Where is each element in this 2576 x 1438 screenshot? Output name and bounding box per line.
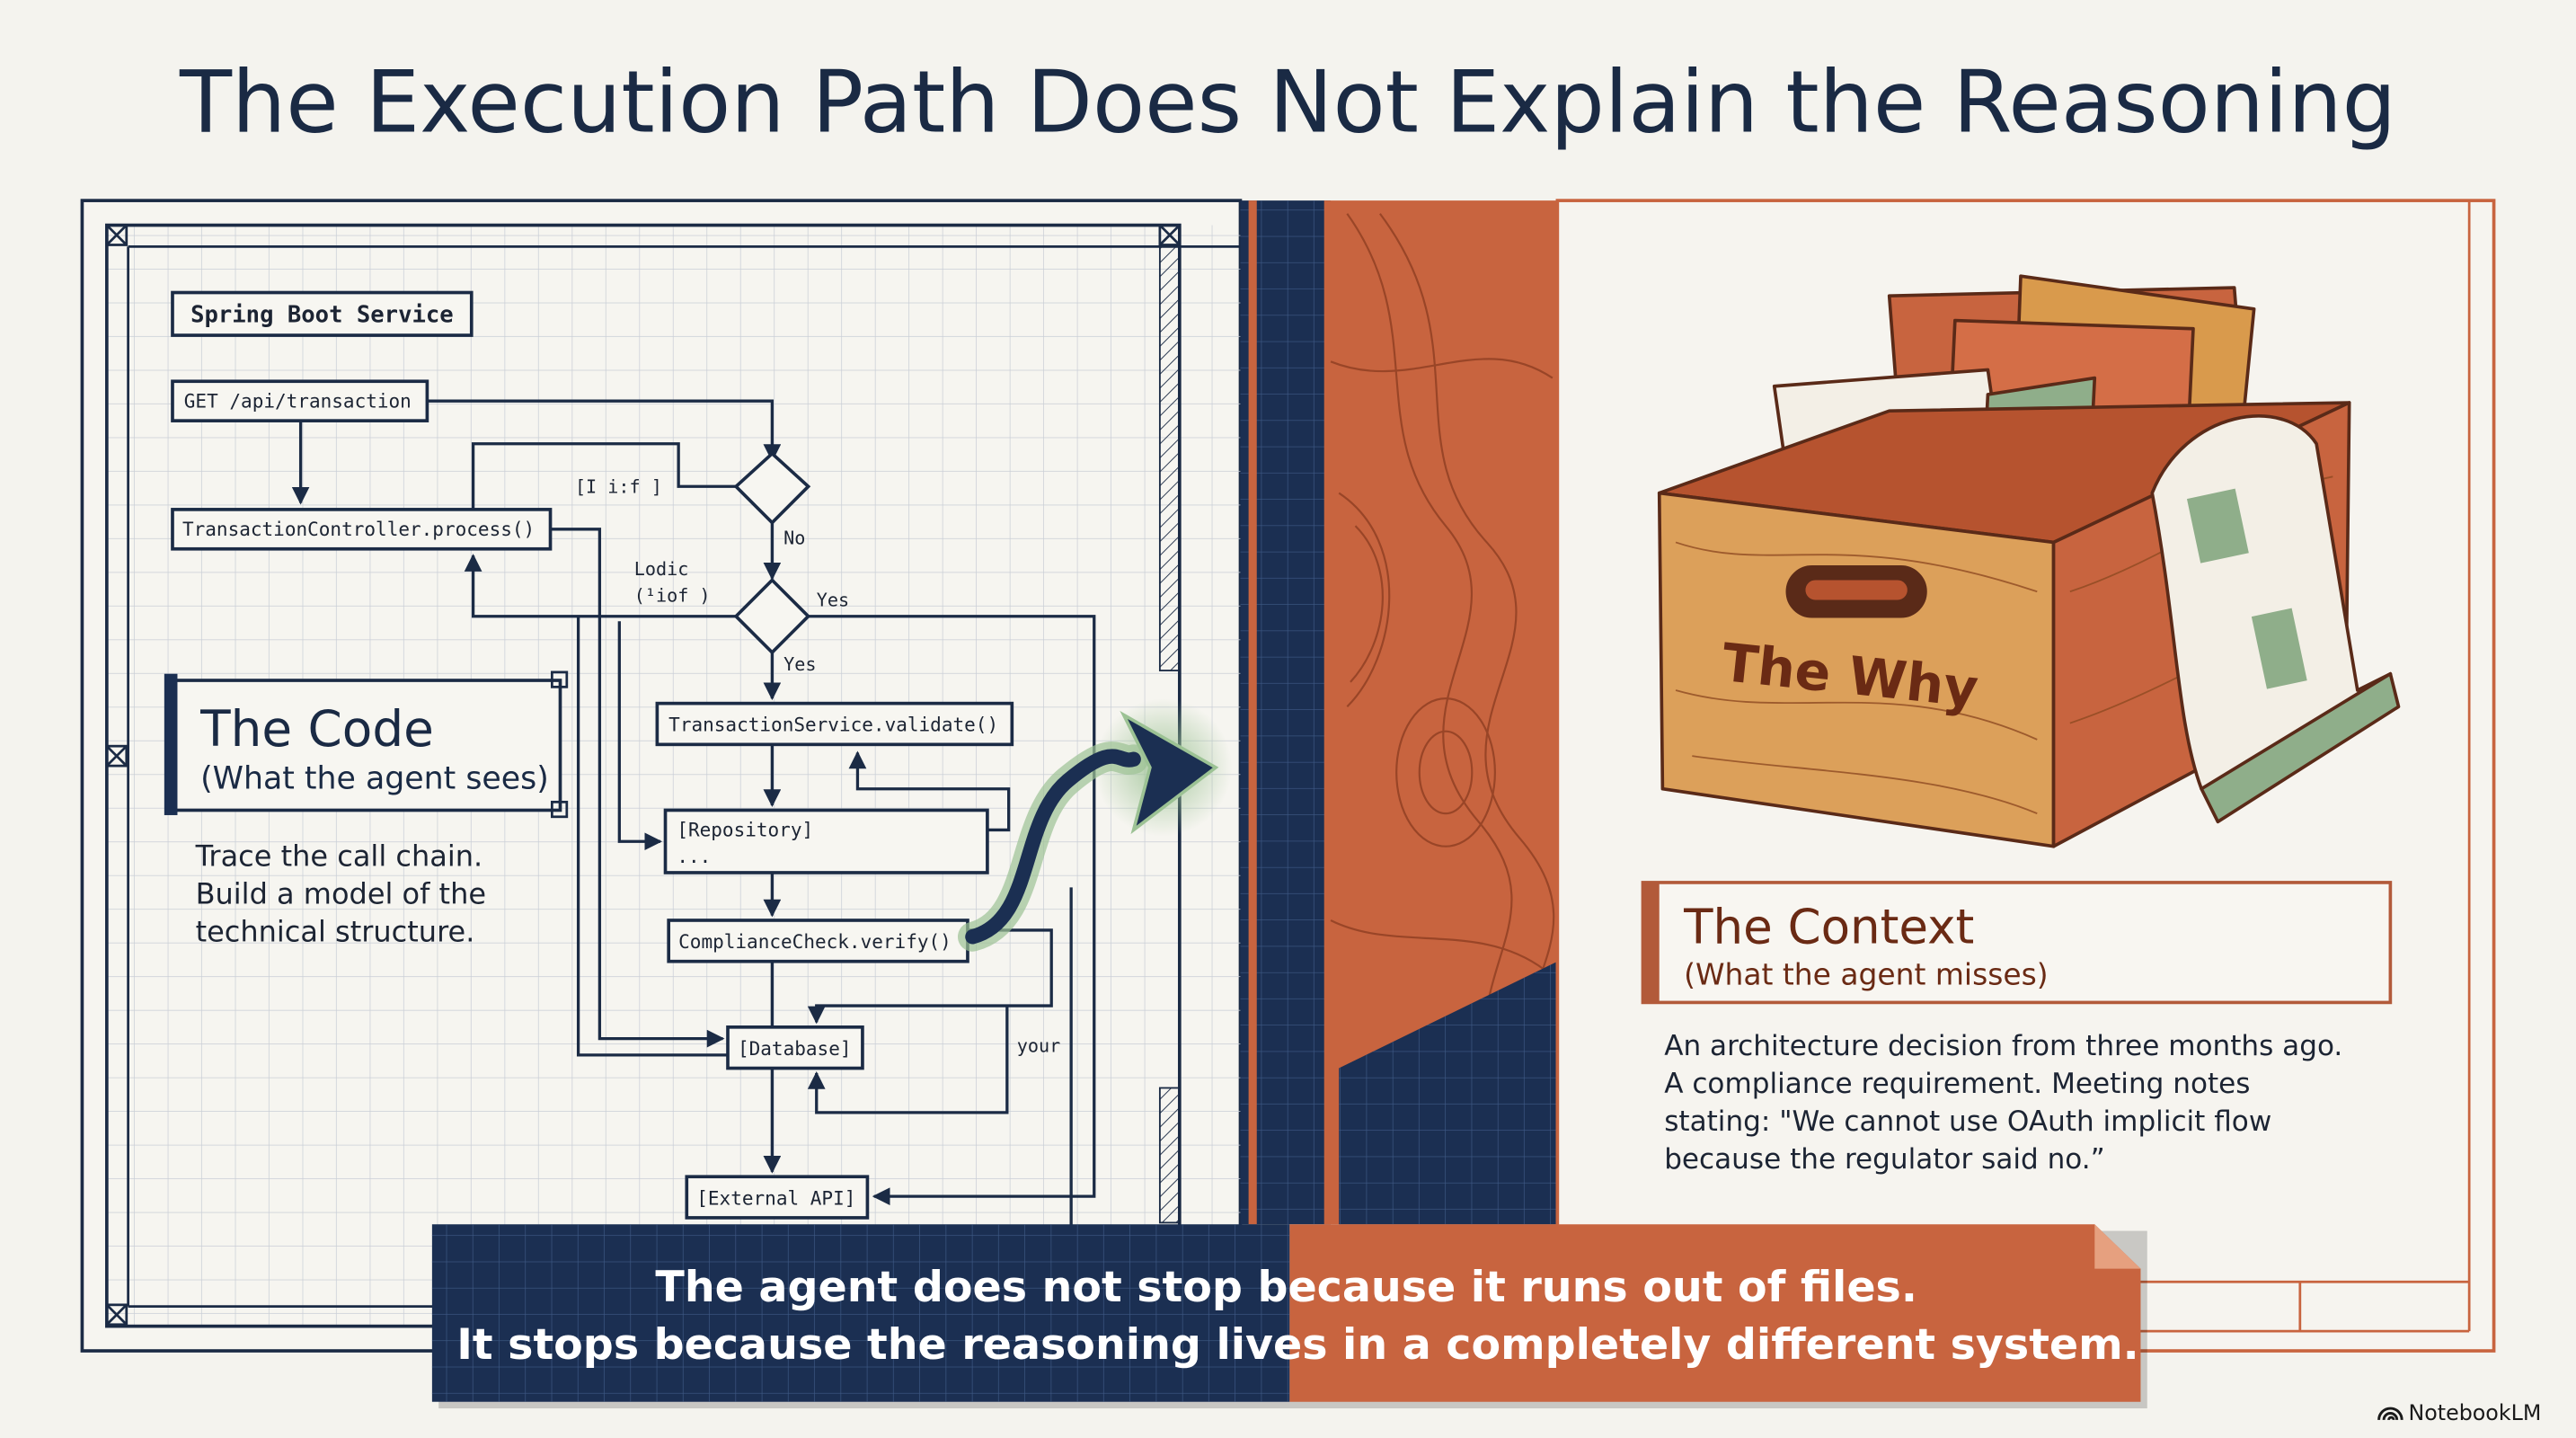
conclusion-banner: The agent does not stop because it runs … [431, 1224, 2147, 1409]
flow-connectors [291, 399, 1096, 1249]
node-repository: [Repository] ... [663, 808, 989, 874]
node-database: [Database] [726, 1025, 864, 1070]
corner-marker-icon [105, 224, 1182, 1327]
node-endpoint: GET /api/transaction [171, 379, 429, 422]
node-controller: TransactionController.process() [171, 508, 553, 551]
context-panel: The Why The Context (What the agent miss… [1555, 199, 2496, 1353]
context-heading: The Context [1683, 900, 1974, 955]
code-subheading: (What the agent sees) [200, 761, 549, 797]
service-label-text: Spring Boot Service [190, 301, 454, 328]
node-database-text: [Database] [738, 1037, 852, 1060]
context-description-line: because the regulator said no.” [1664, 1143, 2105, 1176]
context-description-line: stating: "We cannot use OAuth implicit f… [1664, 1105, 2271, 1138]
bridge-arrow-icon [957, 698, 1233, 952]
node-external-api-text: [External API] [696, 1186, 855, 1209]
code-description-line: technical structure. [196, 915, 475, 949]
node-compliance-text: ComplianceCheck.verify() [678, 930, 952, 953]
node-repository-text: [Repository] [677, 819, 813, 841]
node-endpoint-text: GET /api/transaction [184, 390, 412, 413]
context-heading-box: The Context (What the agent misses) [1641, 881, 2393, 1005]
banner-line-1: The agent does not stop because it runs … [655, 1263, 1917, 1312]
decision-diamond [733, 577, 811, 655]
node-controller-text: TransactionController.process() [182, 518, 535, 540]
context-description-line: An architecture decision from three mont… [1664, 1030, 2342, 1062]
node-validate: TransactionService.validate() [655, 701, 1014, 747]
context-description-line: A compliance requirement. Meeting notes [1664, 1068, 2250, 1100]
node-repository-ellipsis: ... [677, 845, 711, 867]
code-heading-box: The Code (What the agent sees) [164, 670, 569, 819]
code-description-line: Build a model of the [196, 877, 486, 911]
decision-diamond [733, 451, 811, 526]
edge-label-logic-2: (¹iof ) [634, 584, 711, 606]
code-panel: Spring Boot Service GET /api/transaction… [80, 199, 1243, 1353]
service-label: Spring Boot Service [171, 290, 474, 337]
edge-label-no: No [783, 527, 805, 548]
page-title: The Execution Path Does Not Explain the … [179, 53, 2396, 152]
context-box-illustration: The Why [1657, 274, 2401, 848]
edge-label-yes-down: Yes [783, 653, 816, 675]
edge-label-if: [I i:f ] [575, 476, 662, 498]
edge-label-logic: Lodic [634, 558, 689, 580]
node-validate-text: TransactionService.validate() [668, 714, 998, 736]
notebooklm-watermark: NotebookLM [2377, 1400, 2541, 1425]
edge-label-your: your [1017, 1034, 1060, 1056]
edge-label-yes-right: Yes [817, 590, 849, 611]
notebooklm-logo-icon [2377, 1407, 2403, 1421]
context-subheading: (What the agent misses) [1684, 956, 2048, 991]
notebooklm-label: NotebookLM [2408, 1400, 2541, 1425]
banner-line-2: It stops because the reasoning lives in … [456, 1320, 2138, 1370]
code-description-line: Trace the call chain. [195, 839, 483, 874]
code-heading: The Code [199, 700, 434, 758]
node-compliance: ComplianceCheck.verify() [667, 919, 969, 963]
divider-strip [1240, 200, 1558, 1225]
node-external-api: [External API] [685, 1175, 870, 1220]
